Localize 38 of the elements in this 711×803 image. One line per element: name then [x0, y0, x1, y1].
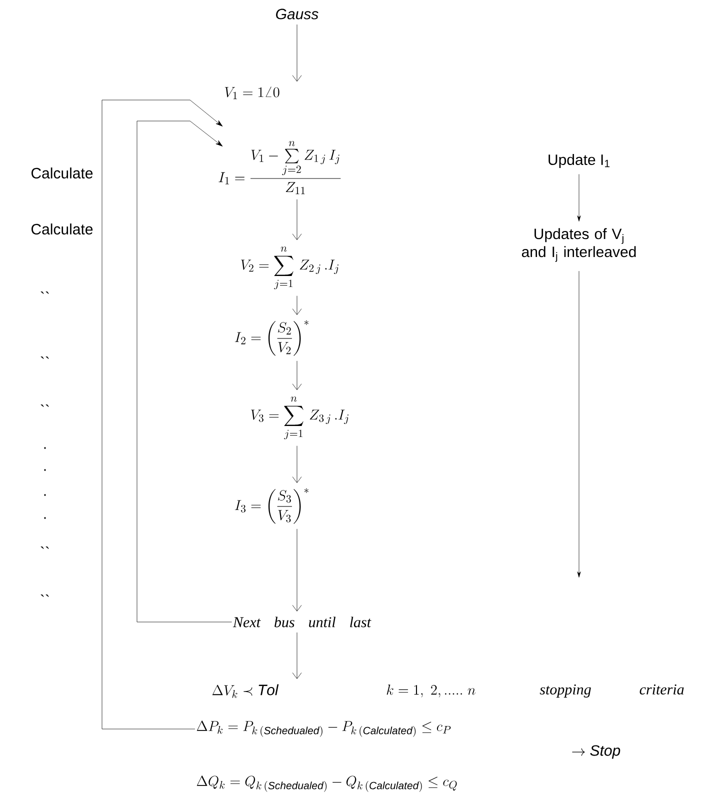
- formula: $I_1 = \frac{V_1 - \sum\limits_{j=2}^{n} Z_{1\,j}\, I_j}{Z_{11}}$: [218, 141, 341, 194]
- arrow: [292, 528, 302, 612]
- side-label: ``: [40, 546, 49, 549]
- formula: $I_3 = \left(\frac{S_3}{V_3}\right)^{*}$: [234, 488, 308, 524]
- formula-label: $\rightarrow \mathit{Stop}$: [572, 745, 620, 759]
- formula: $V_1 = 1\angle 0$: [224, 86, 280, 100]
- side-label: Calculate: [32, 224, 93, 234]
- step-note: Updates of V$_{j}$ and I$_{j}$ interleaved: [522, 228, 636, 262]
- formula: $\Delta Q_k = Q_{k\,(\mathit{Schedualed})} - Q_{k\,(\mathit{Calculated})} \le c_Q$: [196, 776, 457, 792]
- side-label: .: [44, 517, 46, 519]
- arrow: [292, 199, 302, 240]
- formula: $I_2 = \left(\frac{S_2}{V_2}\right)^{*}$: [234, 320, 308, 356]
- arrow: [577, 270, 581, 578]
- method-title: Gauss: [276, 8, 318, 20]
- formula: $\Delta P_k = P_{k\,(\mathit{Schedualed})} - P_{k\,(\mathit{Calculated})} \le c_P$: [196, 720, 451, 737]
- feedback-arrow: [136, 120, 232, 622]
- formula: $V_2 = \sum\limits_{j=1}^{n}\, Z_{2\,j}\,.I_j$: [241, 246, 338, 290]
- note-label: stopping criteria: [540, 684, 684, 698]
- step-note: Update I$_{1}$: [548, 154, 610, 168]
- side-label: ``: [40, 404, 49, 407]
- arrow: [292, 360, 302, 390]
- side-label: .: [44, 447, 46, 449]
- arrow: [292, 24, 302, 82]
- side-label: ``: [40, 291, 49, 294]
- side-label: Calculate: [32, 168, 93, 178]
- formula: $\Delta V_k \prec \mathit{Tol}$: [212, 684, 279, 698]
- arrow: [577, 174, 581, 222]
- arrow: [292, 632, 302, 679]
- feedback-arrow: [102, 100, 223, 730]
- formula-label: $k = 1,\ 2,.....\ n$: [386, 684, 476, 698]
- side-label: .: [44, 469, 46, 471]
- formula: $V_3 = \sum\limits_{j=1}^{n}\, Z_{3\,j}\,.I_j$: [251, 396, 348, 440]
- arrow: [292, 446, 302, 483]
- arrow: [292, 296, 302, 315]
- side-label: ``: [40, 594, 49, 597]
- step-text: Next bus until last: [232, 616, 372, 628]
- side-label: .: [44, 494, 46, 496]
- side-label: ``: [40, 356, 49, 359]
